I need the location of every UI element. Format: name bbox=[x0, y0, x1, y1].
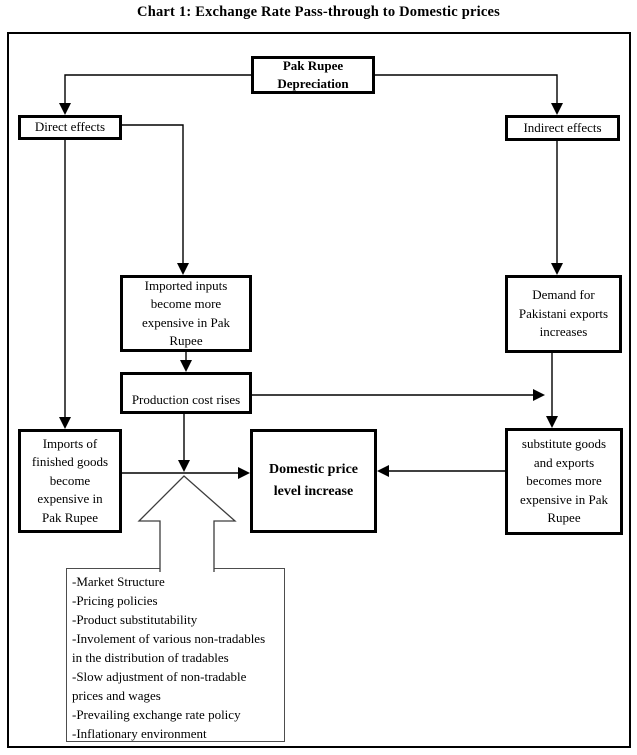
pass-through-factors-list: -Market Structure -Pricing policies -Produ… bbox=[66, 568, 285, 742]
factor-line: -Pricing policies bbox=[72, 593, 158, 608]
factor-line: -Inflationary environment bbox=[72, 726, 207, 741]
factor-line: -Prevailing exchange rate policy bbox=[72, 707, 241, 722]
node-indirect-effects: Indirect effects bbox=[505, 115, 620, 141]
factor-line: -Product substitutability bbox=[72, 612, 198, 627]
node-pak-rupee-depreciation: Pak Rupee Depreciation bbox=[251, 56, 375, 94]
node-domestic-price-level: Domestic price level increase bbox=[250, 429, 377, 533]
factor-line: -Involement of various non-tradables bbox=[72, 631, 266, 646]
chart-title: Chart 1: Exchange Rate Pass-through to D… bbox=[137, 4, 500, 20]
factor-line: prices and wages bbox=[72, 688, 161, 703]
factor-line: -Market Structure bbox=[72, 574, 165, 589]
node-imports-finished-goods: Imports of finished goods become expensi… bbox=[18, 429, 122, 533]
node-substitute-goods: substitute goods and exports becomes mor… bbox=[505, 428, 623, 535]
node-direct-effects: Direct effects bbox=[18, 115, 122, 140]
factor-line: -Slow adjustment of non-tradable bbox=[72, 669, 247, 684]
node-production-cost: Production cost rises bbox=[120, 372, 252, 414]
factor-line: in the distribution of tradables bbox=[72, 650, 229, 665]
node-demand-exports: Demand for Pakistani exports increases bbox=[505, 275, 622, 353]
node-imported-inputs: Imported inputs become more expensive in… bbox=[120, 275, 252, 352]
